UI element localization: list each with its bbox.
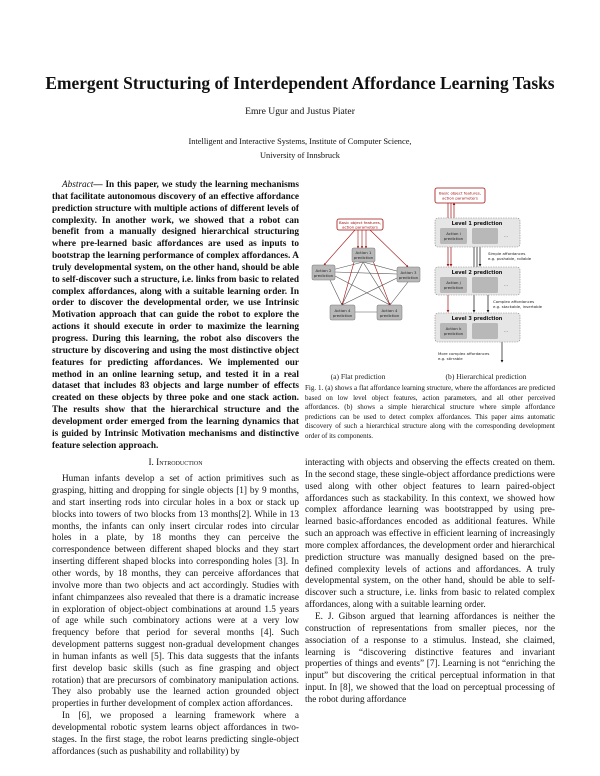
flat-node-action-4a — [329, 304, 356, 321]
level-action-label: Action i — [446, 231, 461, 236]
level-action-label: Action k — [446, 326, 462, 331]
section-heading: I. Introduction — [148, 458, 203, 469]
subcaption-a: (a) Flat prediction — [331, 372, 386, 381]
right-column: interacting with objects and observing t… — [305, 458, 555, 707]
left-column: Abstract— In this paper, we study the le… — [52, 180, 299, 759]
node-label: prediction — [314, 273, 334, 278]
hier-input-label: Basic object features, — [439, 191, 481, 196]
level-action-label: prediction — [444, 331, 464, 336]
subcaption-b: (b) Hierarchical prediction — [446, 372, 527, 381]
hier-input-box — [434, 187, 486, 204]
level-action-label: prediction — [444, 285, 464, 290]
level-title: Level 3 prediction — [452, 316, 503, 322]
figure-1: Basic object features, action parameters… — [311, 187, 543, 381]
level-3-box: Level 3 prediction Action k prediction .… — [434, 312, 521, 343]
node-label: prediction — [380, 313, 400, 318]
annotation: More complex affordances — [438, 351, 489, 356]
affiliation: Intelligent and Interactive Systems, Ins… — [0, 135, 600, 162]
node-label: Action 1 — [356, 250, 372, 255]
annotation: e.g. pushable, rollable — [488, 256, 532, 261]
hier-input-label: action parameters — [442, 196, 478, 201]
node-label: prediction — [399, 275, 419, 280]
node-label: Action 4 — [335, 308, 351, 313]
node-label: Action 3 — [401, 270, 417, 275]
flat-node-action-2 — [311, 264, 336, 281]
flat-node-action-1 — [351, 247, 376, 263]
flat-input-label: action parameters — [342, 225, 378, 230]
affiliation-line: Intelligent and Interactive Systems, Ins… — [188, 137, 412, 146]
annotation: Simple affordances — [488, 251, 525, 256]
level-more: ... — [504, 233, 508, 238]
level-action-label: prediction — [444, 236, 464, 241]
flat-input-label: Basic object features, — [339, 220, 381, 225]
abstract-label: Abstract — [62, 180, 94, 190]
level-title: Level 2 prediction — [452, 270, 503, 276]
level-title: Level 1 prediction — [452, 221, 503, 227]
level-2-box: Level 2 prediction Action j prediction .… — [434, 266, 521, 296]
flat-prediction-diagram: Basic object features, action parameters… — [311, 218, 421, 321]
level-more: ... — [504, 282, 508, 287]
node-label: prediction — [333, 313, 353, 318]
node-label: Action 4 — [382, 308, 398, 313]
authors: Emre Ugur and Justus Piater — [245, 106, 355, 117]
paragraph: Human infants develop a set of action pr… — [52, 474, 299, 710]
level-1-box: Level 1 prediction Action i prediction .… — [434, 217, 521, 248]
abstract: Abstract— In this paper, we study the le… — [52, 180, 299, 452]
paragraph: In [6], we proposed a learning framework… — [52, 711, 299, 757]
affiliation-line: University of Innsbruck — [259, 150, 340, 160]
annotation: Complex affordances — [493, 299, 534, 304]
annotation: e.g. stackable, insertable — [493, 304, 543, 309]
node-label: prediction — [354, 255, 374, 260]
level-more: ... — [504, 328, 508, 333]
annotation: e.g. stirrable — [438, 356, 463, 361]
abstract-text: — In this paper, we study the learning m… — [52, 180, 299, 451]
flat-input-box — [336, 218, 384, 231]
hierarchical-prediction-diagram: Basic object features, action parameters… — [434, 187, 543, 363]
node-label: Action 2 — [316, 268, 332, 273]
paragraph: interacting with objects and observing t… — [305, 458, 555, 611]
figure-caption: Fig. 1. (a) shows a flat affordance lear… — [305, 384, 555, 440]
level-action-label: Action j — [446, 280, 461, 285]
paragraph: E. J. Gibson argued that learning afford… — [305, 611, 555, 705]
flat-node-action-3 — [396, 266, 421, 283]
flat-node-action-4b — [376, 304, 403, 321]
paper-title: Emergent Structuring of Interdependent A… — [45, 73, 555, 93]
